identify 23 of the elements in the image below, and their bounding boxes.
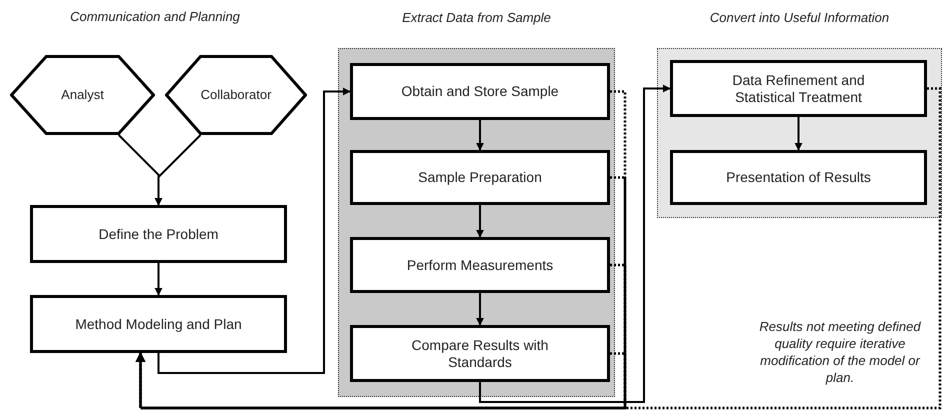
- process-box: Presentation of Results: [670, 150, 927, 205]
- process-box: Data Refinement and Statistical Treatment: [670, 60, 927, 117]
- arrow: [476, 293, 484, 326]
- group-heading: Extract Data from Sample: [401, 9, 552, 27]
- process-box: Perform Measurements: [350, 237, 610, 293]
- process-box: Compare Results with Standards: [350, 325, 610, 382]
- arrow: [154, 263, 162, 296]
- arrow: [476, 120, 484, 151]
- note-text: Results not meeting defined quality require iterative modification of the model or plan.: [758, 318, 922, 386]
- arrow: [479, 84, 671, 403]
- section-heading: Communication and Planning: [69, 8, 241, 26]
- arrow: [154, 134, 202, 206]
- actor-label: Collaborator: [200, 86, 272, 104]
- process-box: Sample Preparation: [350, 150, 610, 205]
- arrow: [476, 205, 484, 238]
- feedback-arrow: [136, 87, 942, 410]
- process-box: Obtain and Store Sample: [350, 63, 610, 120]
- process-box: Define the Problem: [30, 205, 287, 263]
- actor-label: Analyst: [61, 86, 104, 104]
- process-box: Method Modeling and Plan: [30, 295, 287, 353]
- arrow: [158, 88, 351, 374]
- arrow: [794, 117, 802, 151]
- group-heading: Convert into Useful Information: [708, 9, 890, 27]
